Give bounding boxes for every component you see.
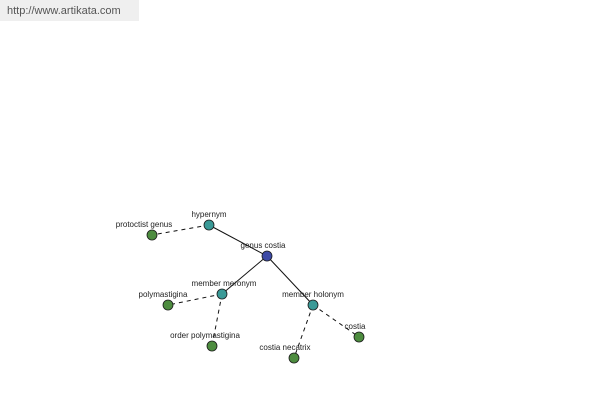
nodes-layer: [146, 219, 365, 364]
node-label-order-polymastigina: order polymastigina: [170, 331, 240, 340]
node-polymastigina[interactable]: [162, 299, 174, 311]
node-costia[interactable]: [353, 331, 365, 343]
node-costia-necatrix[interactable]: [288, 352, 300, 364]
source-url[interactable]: http://www.artikata.com: [7, 4, 121, 17]
node-protoctist-genus[interactable]: [146, 229, 158, 241]
node-label-genus-costia: genus costia: [241, 241, 286, 250]
edges-layer: [151, 224, 360, 359]
node-genus-costia[interactable]: [261, 250, 273, 262]
node-label-costia-necatrix: costia necatrix: [259, 343, 310, 352]
node-label-member-holonym: member holonym: [282, 290, 344, 299]
edge-genus-costia-to-member-meronym: [221, 255, 268, 295]
node-hypernym[interactable]: [203, 219, 215, 231]
node-label-polymastigina: polymastigina: [139, 290, 188, 299]
edge-genus-costia-to-hypernym: [208, 224, 268, 257]
node-label-hypernym: hypernym: [191, 210, 226, 219]
edge-member-holonym-to-costia: [312, 304, 360, 338]
source-url-bar: http://www.artikata.com: [0, 0, 139, 21]
labels-layer: genus costia hypernym member meronym member…: [116, 210, 366, 352]
node-label-member-meronym: member meronym: [192, 279, 257, 288]
node-order-polymastigina[interactable]: [206, 340, 218, 352]
edge-hypernym-to-protoctist-genus: [151, 224, 210, 236]
edge-member-holonym-to-costia-necatrix: [293, 304, 314, 359]
node-member-meronym[interactable]: [216, 288, 228, 300]
node-label-protoctist-genus: protoctist genus: [116, 220, 172, 229]
edge-genus-costia-to-member-holonym: [266, 255, 314, 306]
edge-member-meronym-to-order-polymastigina: [211, 293, 223, 347]
edge-member-meronym-to-polymastigina: [167, 293, 223, 306]
node-member-holonym[interactable]: [307, 299, 319, 311]
node-label-costia: costia: [345, 322, 366, 331]
